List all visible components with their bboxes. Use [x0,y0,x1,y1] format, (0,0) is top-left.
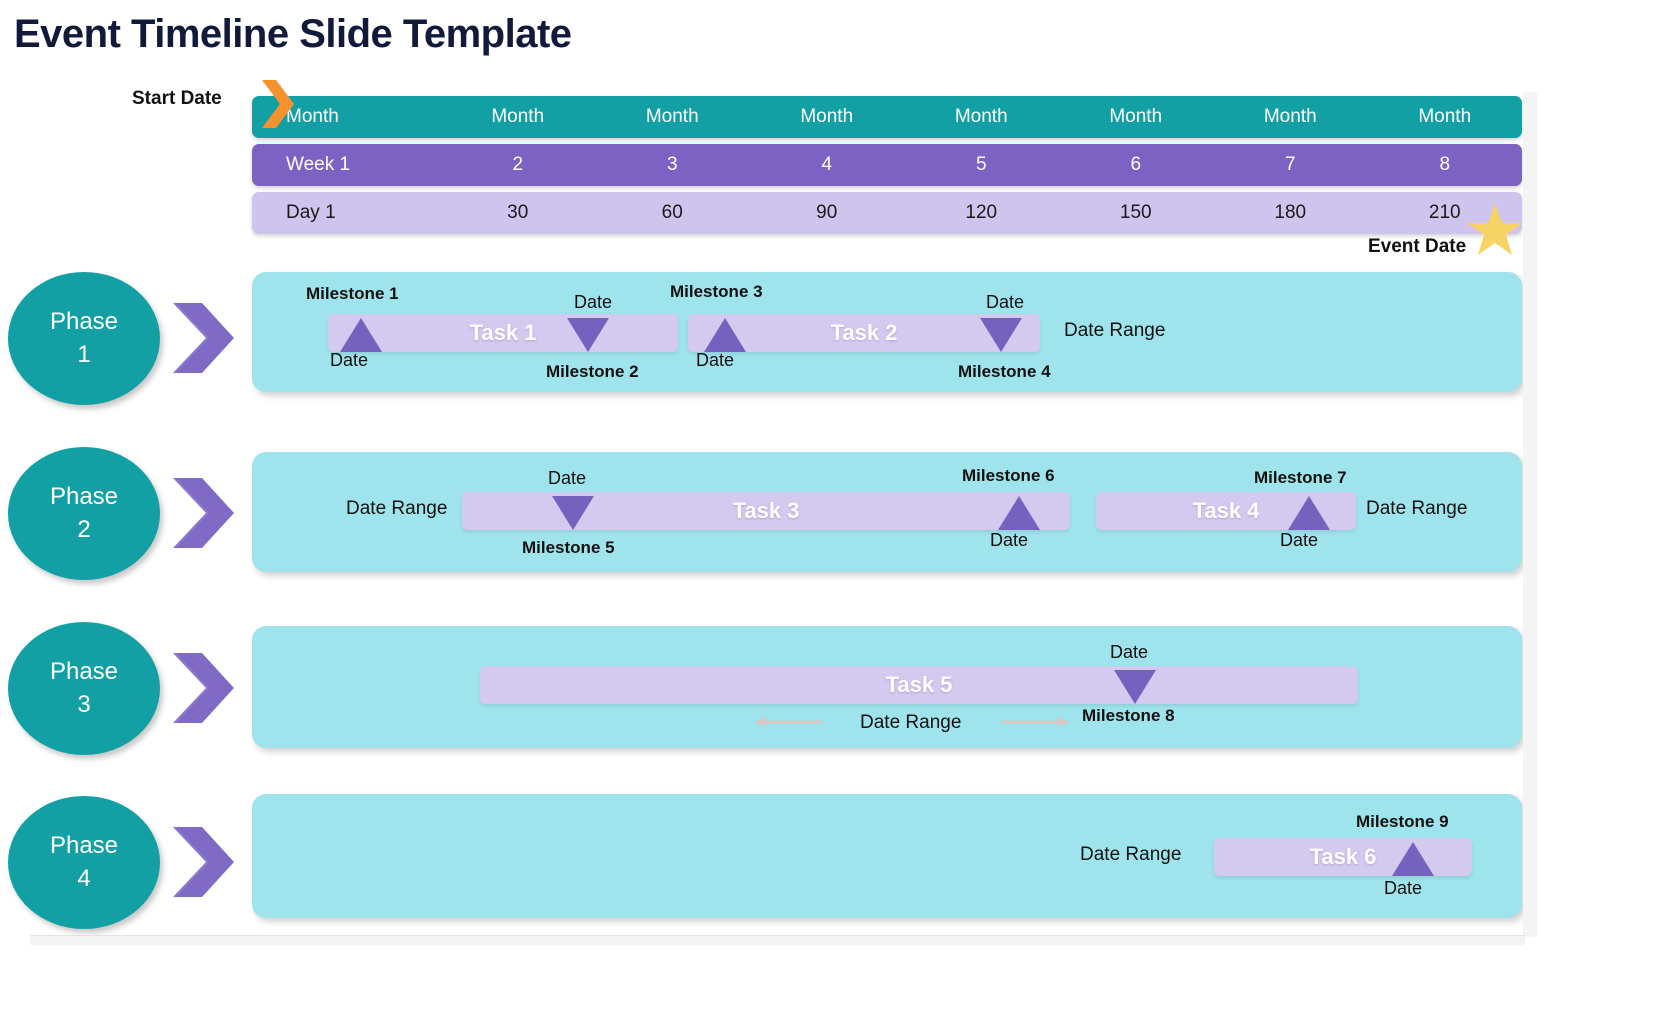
star-icon [1467,204,1523,255]
scale-cell-month: Month [800,106,854,127]
scale-cell-month: Month [491,106,545,127]
task-bar-task-5[interactable]: Task 5 [480,666,1358,704]
phase-chevron-icon [173,478,234,548]
scale-cell-month: Month [286,106,339,127]
phase-label-line2: 2 [77,515,91,543]
phase-label-line1: Phase [49,483,119,511]
slide-right-edge [1523,92,1537,937]
orange-chevron-icon [262,80,294,128]
milestone-marker-up-3[interactable] [704,318,746,352]
scale-cell-week: 5 [975,154,987,175]
phase-label-line2: 3 [77,690,91,718]
milestone-label-6: Milestone 6 [962,466,1055,485]
event-date-label: Event Date [1368,236,1467,257]
scale-cell-month: Month [954,106,1008,127]
milestone-date-4: Date [986,292,1025,312]
milestone-marker-down-2[interactable] [567,318,609,352]
scale-cell-week: 6 [1130,154,1142,175]
phase-label-line2: 4 [77,864,91,892]
slide-bottom-edge [30,935,1525,945]
milestone-label-1: Milestone 1 [306,284,399,303]
task-label: Task 6 [1309,844,1377,869]
milestone-marker-up-6[interactable] [998,496,1040,530]
milestone-date-8: Date [1110,642,1149,662]
phase-chevron-icon [173,653,234,723]
scale-cell-week: 7 [1284,154,1296,175]
scale-cell-month: Month [1418,106,1472,127]
page-title: Event Timeline Slide Template [14,12,572,56]
milestone-label-5: Milestone 5 [522,538,615,557]
scale-cell-day: 90 [816,202,838,223]
scale-cell-week: Week 1 [286,154,351,175]
scale-cell-day: 120 [965,202,998,223]
phase-panel-1: Task 1 Milestone 1 Date Date Milestone 2… [252,272,1522,392]
scale-cell-week: 2 [512,154,524,175]
phase-panel-2: Date Range Task 3 Date Milestone 5 Miles… [252,452,1522,572]
scale-cell-day: 210 [1428,202,1461,223]
phase-label-line2: 1 [77,340,91,368]
date-range-label: Date Range [1064,320,1166,341]
scale-cell-day: 60 [661,202,683,223]
milestone-marker-up-7[interactable] [1288,496,1330,530]
scale-cell-week: 3 [666,154,678,175]
milestone-label-3: Milestone 3 [670,282,763,301]
phase-circle-3[interactable]: Phase 3 [8,622,160,755]
scale-cell-day: 30 [507,202,529,223]
milestone-marker-up-9[interactable] [1392,842,1434,876]
phase-chevron-icon [173,827,234,897]
milestone-marker-down-5[interactable] [552,496,594,530]
scale-row-day: Day 1 30 60 90 120 150 180 210 [252,192,1522,234]
milestone-label-9: Milestone 9 [1356,812,1449,831]
milestone-date-9: Date [1384,878,1423,898]
scale-cell-day: 180 [1274,202,1307,223]
date-range-label: Date Range [1080,844,1182,865]
date-range-label: Date Range [1366,498,1468,519]
task-label: Task 4 [1192,498,1260,523]
task-label: Task 1 [469,320,537,345]
phase-label-line1: Phase [49,658,119,686]
scale-cell-week: 8 [1439,154,1451,175]
milestone-label-4: Milestone 4 [958,362,1051,381]
start-date-label: Start Date [132,88,222,109]
milestone-date-7: Date [1280,530,1319,550]
scale-cell-day: Day 1 [286,202,336,223]
task-bar-task-1[interactable]: Task 1 [328,314,678,352]
date-range-double-arrow-icon [754,717,1070,727]
date-range-label: Date Range [346,498,448,519]
phase-circle-4[interactable]: Phase 4 [8,796,160,929]
phase-panel-4: Date Range Task 6 Milestone 9 Date [252,794,1522,918]
task-label: Task 2 [830,320,898,345]
scale-row-week: Week 1 2 3 4 5 6 7 8 [252,144,1522,186]
milestone-label-7: Milestone 7 [1254,468,1347,487]
milestone-date-3: Date [696,350,735,370]
phase-circle-1[interactable]: Phase 1 [8,272,160,405]
scale-cell-week: 4 [821,154,833,175]
phase-chevron-icon [173,303,234,373]
phase-label-line1: Phase [49,832,119,860]
milestone-marker-up-1[interactable] [340,318,382,352]
milestone-date-1: Date [330,350,369,370]
scale-cell-month: Month [645,106,699,127]
phase-panel-3: Task 5 Date Milestone 8 Date Range [252,626,1522,748]
milestone-date-6: Date [990,530,1029,550]
scale-row-month: Month Month Month Month Month Month Mont… [252,96,1522,138]
phase-circle-2[interactable]: Phase 2 [8,447,160,580]
scale-cell-month: Month [1109,106,1163,127]
task-label: Task 5 [885,672,953,697]
milestone-marker-down-4[interactable] [980,318,1022,352]
milestone-label-2: Milestone 2 [546,362,639,381]
scale-cell-day: 150 [1119,202,1152,223]
date-range-label: Date Range [860,712,962,733]
milestone-date-2: Date [574,292,613,312]
milestone-marker-down-8[interactable] [1114,670,1156,704]
milestone-label-8: Milestone 8 [1082,706,1175,725]
scale-cell-month: Month [1263,106,1317,127]
phase-label-line1: Phase [49,308,119,336]
task-label: Task 3 [732,498,800,523]
milestone-date-5: Date [548,468,587,488]
